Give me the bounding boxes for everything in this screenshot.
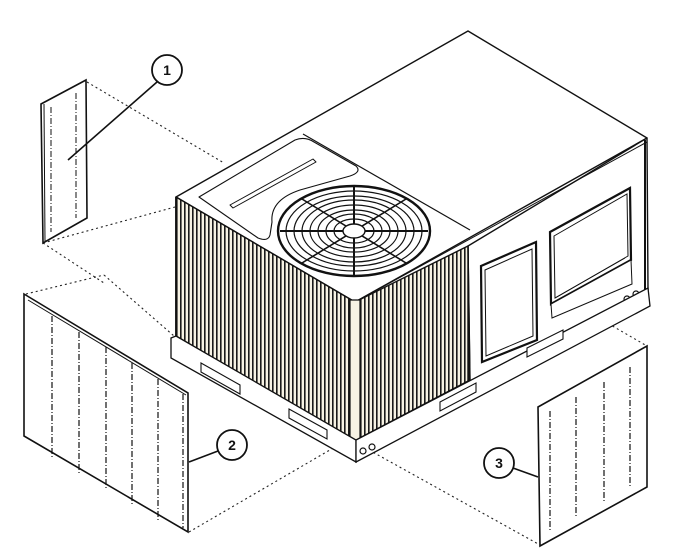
callout-2-circle [216,429,248,461]
callout-3-label: 3 [495,455,503,471]
service-port-front-a [359,447,367,455]
callout-3-leader [512,467,539,478]
condenser-fan-grille [276,184,432,278]
callout-3: 3 [483,447,539,479]
access-panels [479,186,640,364]
top-slot [229,158,317,209]
fork-slot-2 [288,408,328,440]
callout-1-label: 1 [163,62,171,78]
side-panel-left [40,78,88,245]
projection-lines [25,81,648,546]
front-panel-left [23,292,189,534]
fork-slot-3 [439,382,477,412]
front-panel-right [537,344,648,548]
callout-2-label: 2 [228,437,236,453]
base-rail [170,286,651,464]
callout-2: 2 [188,429,248,463]
fork-slot-4 [526,329,564,358]
callout-1: 1 [67,54,183,161]
top-recess [198,137,359,241]
callout-1-circle [151,54,183,86]
callout-3-circle [483,447,515,479]
service-port-front-b [368,443,376,451]
fork-slot-1 [200,362,241,395]
fan-hub [342,223,366,239]
callout-1-leader [67,81,158,161]
callout-2-leader [188,450,219,463]
